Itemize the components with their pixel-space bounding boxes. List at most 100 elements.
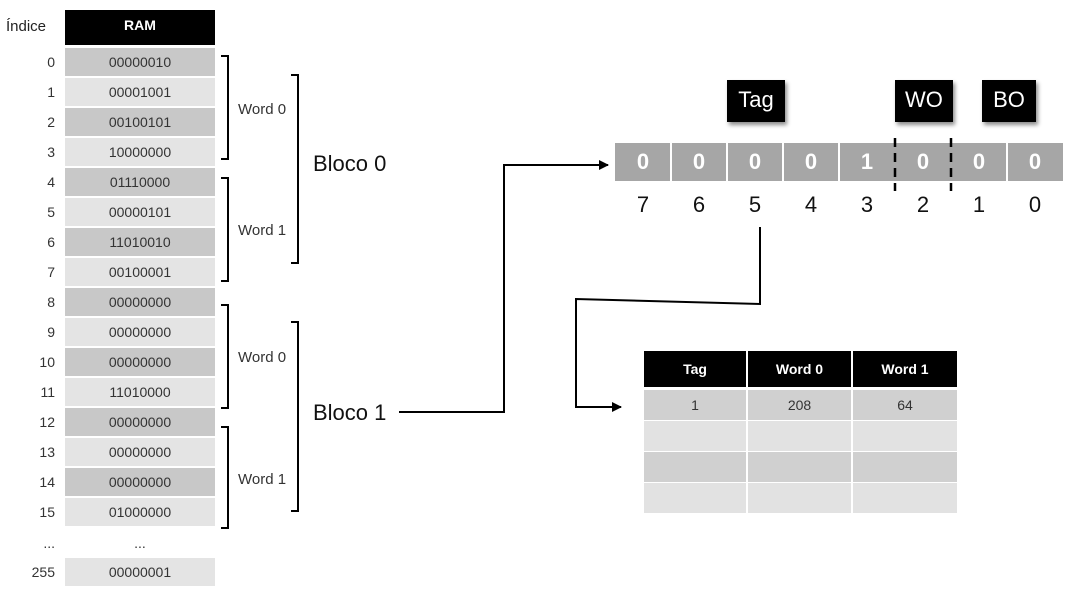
tag-field-label: Tag xyxy=(727,80,785,122)
ram-row: 11 11010000 xyxy=(0,377,220,407)
cache-header-cell: Word 1 xyxy=(853,351,957,387)
address-bit-5: 0 xyxy=(748,149,762,174)
address-bit-7: 0 xyxy=(636,149,650,174)
ram-index: 4 xyxy=(47,174,55,190)
word-bracket-0 xyxy=(221,55,229,160)
ram-cell: 00000000 xyxy=(65,468,215,496)
cache-cell: 208 xyxy=(748,390,851,420)
ram-row: 8 00000000 xyxy=(0,287,220,317)
ram-row: 1 00001001 xyxy=(0,77,220,107)
cache-cell xyxy=(748,483,851,513)
ram-cell: 00001001 xyxy=(65,78,215,106)
ram-row: 3 10000000 xyxy=(0,137,220,167)
ram-cell: 00000001 xyxy=(65,558,215,586)
word-label-block1-word0: Word 0 xyxy=(238,349,287,366)
tag-to-cache-arrow xyxy=(575,227,761,412)
word-offset-field-label: WO xyxy=(895,80,953,122)
ram-cell: 00100101 xyxy=(65,108,215,136)
word-bracket-2 xyxy=(221,304,229,409)
cache-cell xyxy=(748,421,851,451)
cache-cell xyxy=(644,483,746,513)
bit-position-5: 5 xyxy=(748,192,762,217)
ram-index: 13 xyxy=(39,444,55,460)
ram-index: 7 xyxy=(47,264,55,280)
ram-cell: ... xyxy=(134,535,146,551)
cache-cell xyxy=(644,421,746,451)
address-bit-3: 1 xyxy=(860,149,874,174)
ram-index: 9 xyxy=(47,324,55,340)
word-bracket-1 xyxy=(221,177,229,282)
bit-position-6: 6 xyxy=(692,192,706,217)
bit-position-1: 1 xyxy=(972,192,986,217)
ram-index: 12 xyxy=(39,414,55,430)
ram-cell: 10000000 xyxy=(65,138,215,166)
ram-index: 2 xyxy=(47,114,55,130)
ram-row: ...... xyxy=(0,528,220,558)
ram-cell: 00100001 xyxy=(65,258,215,286)
block1-to-address-arrow xyxy=(399,160,609,413)
ram-cell: 00000000 xyxy=(65,438,215,466)
ram-row: 2 00100101 xyxy=(0,107,220,137)
address-bit-0: 0 xyxy=(1028,149,1042,174)
ram-index: 5 xyxy=(47,204,55,220)
ram-row: 255 00000001 xyxy=(0,557,220,587)
word-label-block0-word0: Word 0 xyxy=(238,101,287,118)
address-bit-4: 0 xyxy=(804,149,818,174)
ram-row: 7 00100001 xyxy=(0,257,220,287)
block-label-0: Bloco 0 xyxy=(313,151,387,176)
cache-header-cell: Word 0 xyxy=(748,351,851,387)
ram-index: ... xyxy=(43,535,55,551)
ram-cell: 00000000 xyxy=(65,318,215,346)
ram-index: 11 xyxy=(40,384,55,400)
cache-cell xyxy=(748,452,851,482)
ram-cell: 00000000 xyxy=(65,408,215,436)
cache-cell: 1 xyxy=(644,390,746,420)
ram-cell: 00000010 xyxy=(65,48,215,76)
ram-row: 14 00000000 xyxy=(0,467,220,497)
bit-position-3: 3 xyxy=(860,192,874,217)
ram-cell: 00000000 xyxy=(65,288,215,316)
ram-cell: 00000000 xyxy=(65,348,215,376)
cache-cell xyxy=(644,452,746,482)
ram-row: 15 01000000 xyxy=(0,497,220,527)
ram-cell: 00000101 xyxy=(65,198,215,226)
ram-cell: 01110000 xyxy=(65,168,215,196)
ram-row: 12 00000000 xyxy=(0,407,220,437)
block-label-1: Bloco 1 xyxy=(313,400,387,425)
cache-cell xyxy=(853,483,957,513)
address-bit-2: 0 xyxy=(916,149,930,174)
ram-row: 13 00000000 xyxy=(0,437,220,467)
index-column-header: Índice xyxy=(6,18,47,35)
bit-position-2: 2 xyxy=(916,192,930,217)
ram-cell: 11010010 xyxy=(65,228,215,256)
cache-header-cell: Tag xyxy=(644,351,746,387)
ram-index: 255 xyxy=(31,564,55,580)
cache-cell: 64 xyxy=(853,390,957,420)
ram-index: 3 xyxy=(47,144,55,160)
word-label-block0-word1: Word 1 xyxy=(238,222,287,239)
ram-index: 8 xyxy=(47,294,55,310)
cache-cell xyxy=(853,452,957,482)
word-bracket-3 xyxy=(221,426,229,529)
ram-row: 5 00000101 xyxy=(0,197,220,227)
ram-index: 14 xyxy=(39,474,55,490)
ram-index: 15 xyxy=(39,504,55,520)
block-bracket-1 xyxy=(291,321,299,512)
byte-offset-field-label: BO xyxy=(982,80,1036,122)
ram-cell: 11010000 xyxy=(65,378,215,406)
ram-row: 10 00000000 xyxy=(0,347,220,377)
ram-index: 1 xyxy=(47,84,55,100)
ram-row: 4 01110000 xyxy=(0,167,220,197)
bit-position-7: 7 xyxy=(636,192,650,217)
ram-index: 10 xyxy=(39,354,55,370)
bit-position-4: 4 xyxy=(804,192,818,217)
block-bracket-0 xyxy=(291,74,299,264)
address-bit-1: 0 xyxy=(972,149,986,174)
ram-cell: 01000000 xyxy=(65,498,215,526)
ram-title: RAM xyxy=(65,10,215,45)
ram-row: 9 00000000 xyxy=(0,317,220,347)
word-label-block1-word1: Word 1 xyxy=(238,471,287,488)
address-bit-6: 0 xyxy=(692,149,706,174)
